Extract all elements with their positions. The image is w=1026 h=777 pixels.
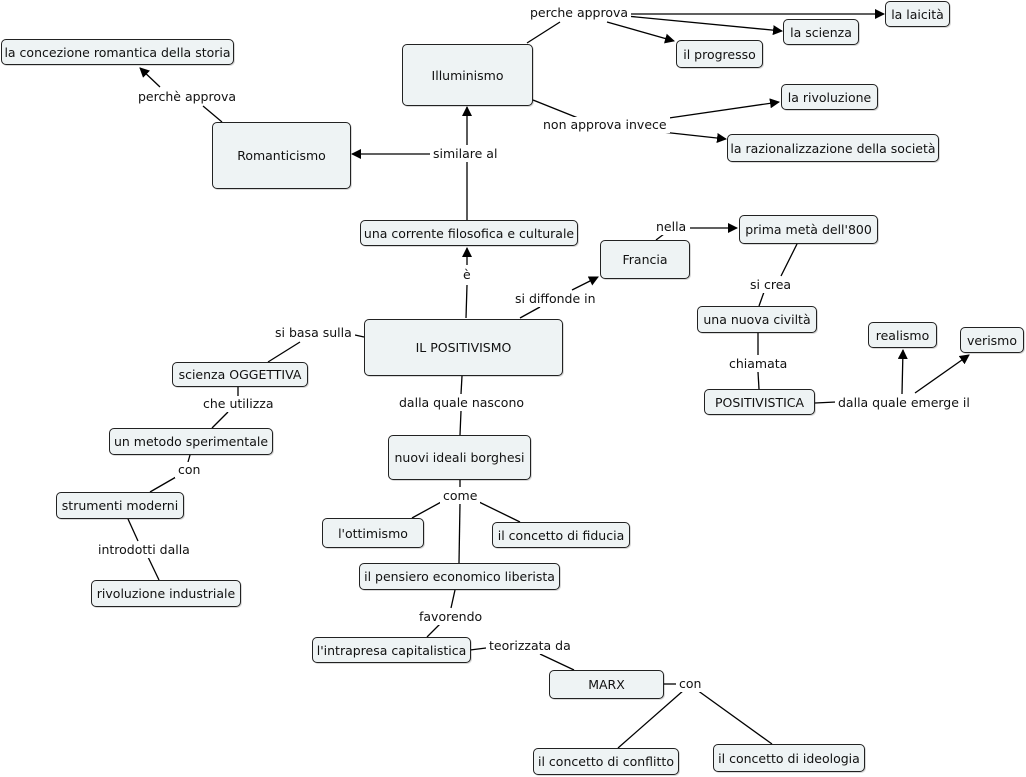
link-dalla-quale-nascono: dalla quale nascono xyxy=(396,395,528,411)
node-illuminismo[interactable]: Illuminismo xyxy=(402,44,533,106)
node-fiducia[interactable]: il concetto di fiducia xyxy=(492,522,630,548)
node-intrapresa[interactable]: l'intrapresa capitalistica xyxy=(312,637,471,663)
link-si-basa: si basa sulla xyxy=(272,325,355,341)
node-scienza[interactable]: la scienza xyxy=(783,19,859,45)
node-francia[interactable]: Francia xyxy=(600,240,690,279)
node-rivoluzione-industriale[interactable]: rivoluzione industriale xyxy=(91,580,241,607)
link-perche-approva-rom: perchè approva xyxy=(135,89,240,105)
node-strumenti[interactable]: strumenti moderni xyxy=(56,492,184,519)
link-come: come xyxy=(440,488,481,504)
node-romanticismo[interactable]: Romanticismo xyxy=(212,122,351,189)
link-similare: similare al xyxy=(430,146,501,162)
link-nella: nella xyxy=(653,219,690,235)
node-prima-meta[interactable]: prima metà dell'800 xyxy=(739,215,878,244)
node-ottimismo[interactable]: l'ottimismo xyxy=(322,518,424,548)
node-rivoluzione[interactable]: la rivoluzione xyxy=(781,84,878,110)
node-positivistica[interactable]: POSITIVISTICA xyxy=(704,389,815,415)
link-chiamata: chiamata xyxy=(726,356,791,372)
node-verismo[interactable]: verismo xyxy=(960,327,1024,353)
link-che-utilizza: che utilizza xyxy=(200,396,277,412)
node-scienza-oggettiva[interactable]: scienza OGGETTIVA xyxy=(172,362,308,387)
link-con-2: con xyxy=(676,676,705,692)
link-con-1: con xyxy=(175,462,204,478)
link-favorendo: favorendo xyxy=(416,609,486,625)
node-metodo[interactable]: un metodo sperimentale xyxy=(109,428,273,455)
node-positivismo[interactable]: IL POSITIVISMO xyxy=(364,319,563,376)
link-si-crea: si crea xyxy=(747,277,795,293)
node-progresso[interactable]: il progresso xyxy=(676,40,763,68)
link-si-diffonde: si diffonde in xyxy=(512,291,599,307)
node-pensiero[interactable]: il pensiero economico liberista xyxy=(359,563,560,590)
node-razionalizzazione[interactable]: la razionalizzazione della società xyxy=(727,134,939,162)
link-perche-approva: perche approva xyxy=(527,5,632,21)
node-ideologia[interactable]: il concetto di ideologia xyxy=(713,744,865,772)
node-conflitto[interactable]: il concetto di conflitto xyxy=(533,748,679,775)
link-introdotti: introdotti dalla xyxy=(95,542,193,558)
link-dalla-quale-emerge: dalla quale emerge il xyxy=(835,395,973,411)
node-marx[interactable]: MARX xyxy=(549,670,664,699)
node-corrente[interactable]: una corrente filosofica e culturale xyxy=(360,220,578,246)
link-non-approva: non approva invece xyxy=(540,117,670,133)
node-realismo[interactable]: realismo xyxy=(868,322,937,348)
node-nuova-civilta[interactable]: una nuova civiltà xyxy=(697,306,817,333)
node-ideali[interactable]: nuovi ideali borghesi xyxy=(388,435,531,480)
link-teorizzata: teorizzata da xyxy=(486,638,574,654)
node-laicita[interactable]: la laicità xyxy=(885,1,950,27)
node-concezione[interactable]: la concezione romantica della storia xyxy=(1,39,234,65)
link-e: è xyxy=(460,267,474,283)
